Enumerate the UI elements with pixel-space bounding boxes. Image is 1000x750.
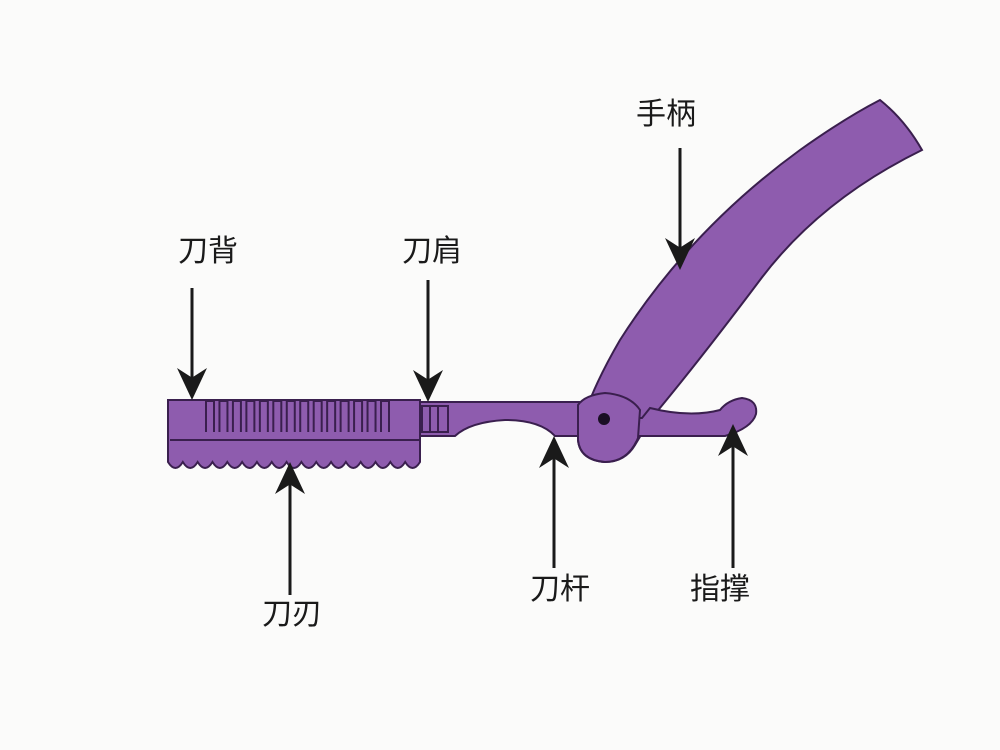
comb-slot (231, 400, 242, 432)
comb-slot (326, 400, 337, 432)
comb-slot (205, 400, 215, 432)
comb-slot (353, 400, 364, 432)
comb-slot (339, 400, 350, 432)
razor-tang (577, 391, 642, 464)
razor-blade (167, 399, 421, 469)
comb-slot (380, 400, 390, 432)
arrow-finger-rest (718, 424, 748, 568)
shoulder-grip (421, 405, 449, 433)
label-finger-rest: 指撑 (690, 572, 750, 607)
comb-slot (272, 400, 283, 432)
label-handle: 手柄 (636, 97, 696, 132)
arrow-blade-back (177, 288, 207, 400)
comb-slot (299, 400, 310, 432)
pivot-pin (598, 413, 610, 425)
comb-slot (218, 400, 229, 432)
arrow-blade-shank (539, 436, 569, 568)
label-blade-back: 刀背 (178, 234, 238, 269)
arrow-blade-edge (275, 462, 305, 595)
blade-comb-slots (205, 400, 390, 432)
label-blade-shoulder: 刀肩 (402, 234, 462, 269)
arrow-handle (665, 148, 695, 270)
callout-arrows (177, 148, 748, 595)
arrow-blade-shoulder (413, 280, 443, 402)
label-blade-edge: 刀刃 (262, 597, 322, 632)
comb-slot (312, 400, 323, 432)
comb-slot (258, 400, 269, 432)
comb-slot (366, 400, 377, 432)
label-blade-shank: 刀杆 (530, 572, 590, 607)
comb-slot (285, 400, 296, 432)
comb-slot (245, 400, 256, 432)
